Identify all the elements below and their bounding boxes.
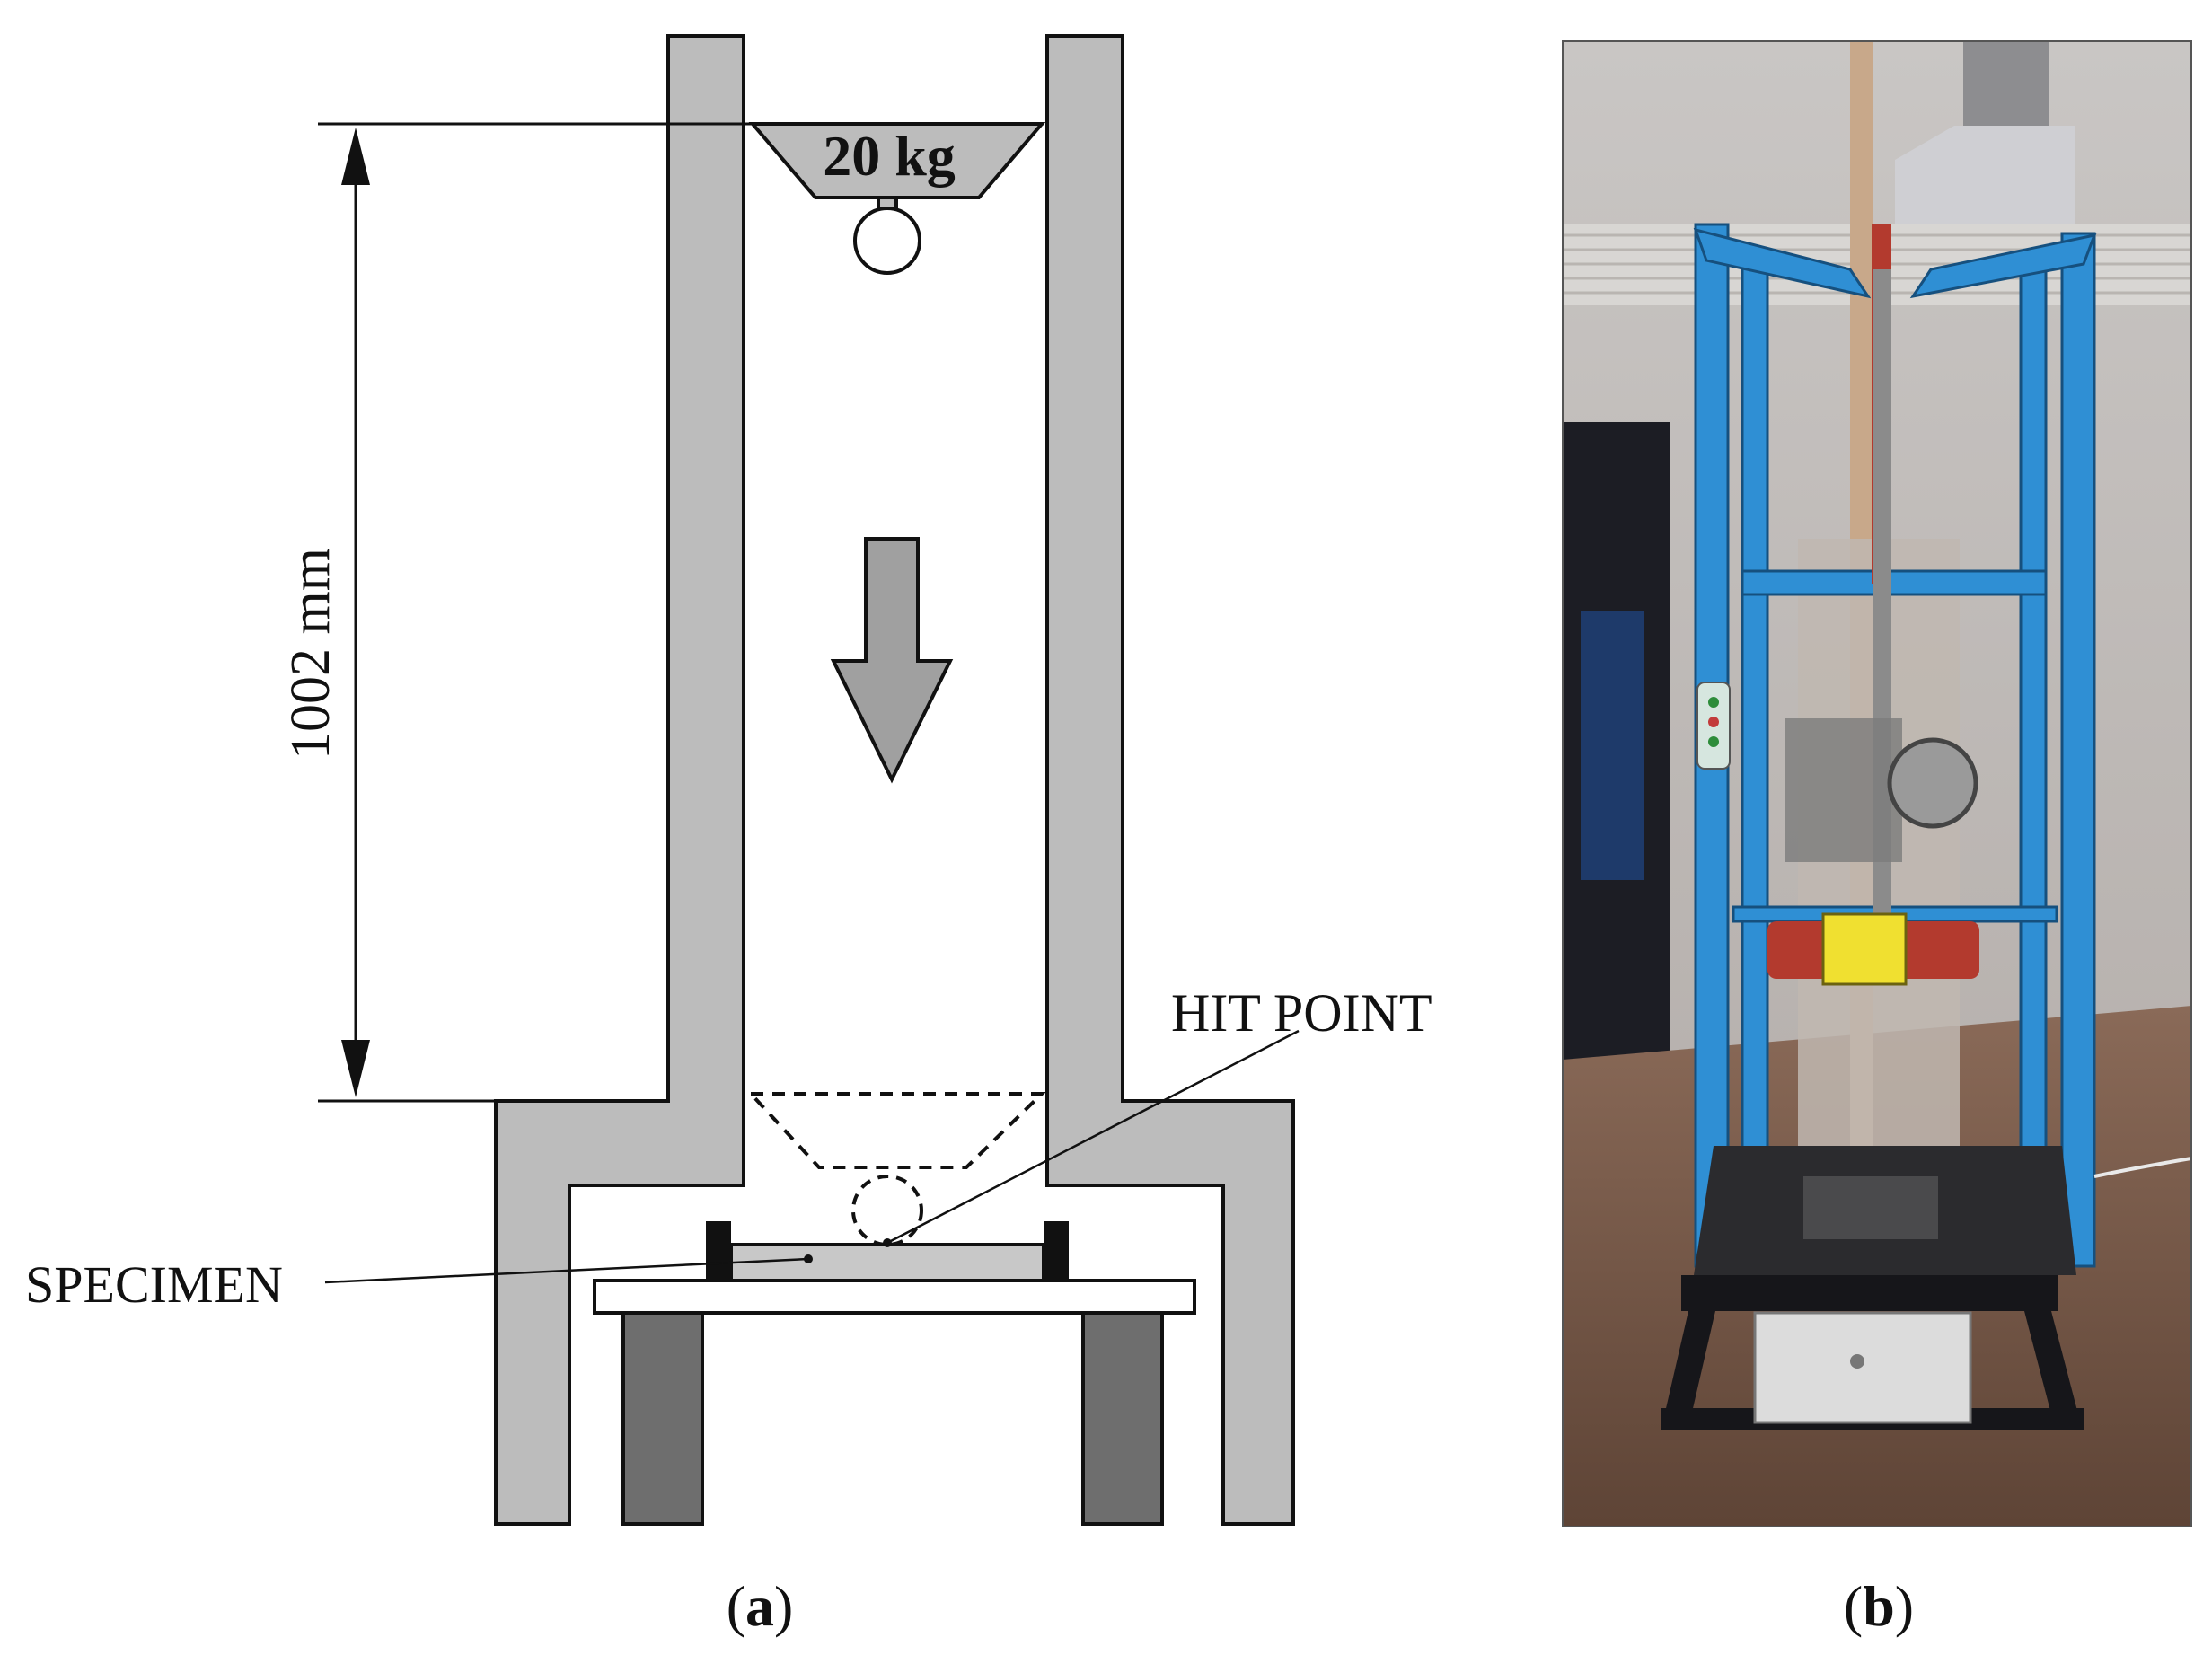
specimen-clamp-left	[706, 1221, 731, 1281]
specimen-clamp-right	[1044, 1221, 1069, 1281]
support-table-top	[593, 1279, 1196, 1315]
panel-b-caption: (b)	[1844, 1574, 1914, 1638]
impactor-head	[853, 207, 921, 275]
specimen-label: SPECIMEN	[25, 1255, 283, 1314]
specimen-marker	[804, 1254, 813, 1263]
height-label: 1002 mm	[280, 548, 341, 760]
falling-direction-arrow	[830, 537, 954, 784]
dimension-arrowhead-bottom	[341, 1040, 370, 1097]
drop-weight-impact-position	[746, 1092, 1046, 1169]
dimension-arrowhead-top	[341, 128, 370, 185]
schematic-panel-a: 20 kg 1002 mm HIT POINT SPECIMEN (a)	[25, 34, 1432, 1638]
frame-right-column	[1045, 34, 1295, 1526]
panel-a-caption: (a)	[727, 1574, 794, 1638]
specimen	[729, 1243, 1045, 1282]
rig-photograph	[1563, 41, 2191, 1527]
photo-border	[1562, 40, 2192, 1527]
support-table-leg-right	[1081, 1311, 1164, 1526]
hit-point-marker	[883, 1238, 892, 1247]
hit-point-leader	[886, 1029, 1300, 1245]
hit-point-label: HIT POINT	[1171, 983, 1432, 1043]
mass-label: 20 kg	[823, 124, 956, 188]
support-table-leg-left	[621, 1311, 704, 1526]
impactor-impact-position	[851, 1175, 923, 1246]
photo-panel-b: (b)	[1562, 40, 2192, 1638]
specimen-leader	[324, 1257, 809, 1284]
